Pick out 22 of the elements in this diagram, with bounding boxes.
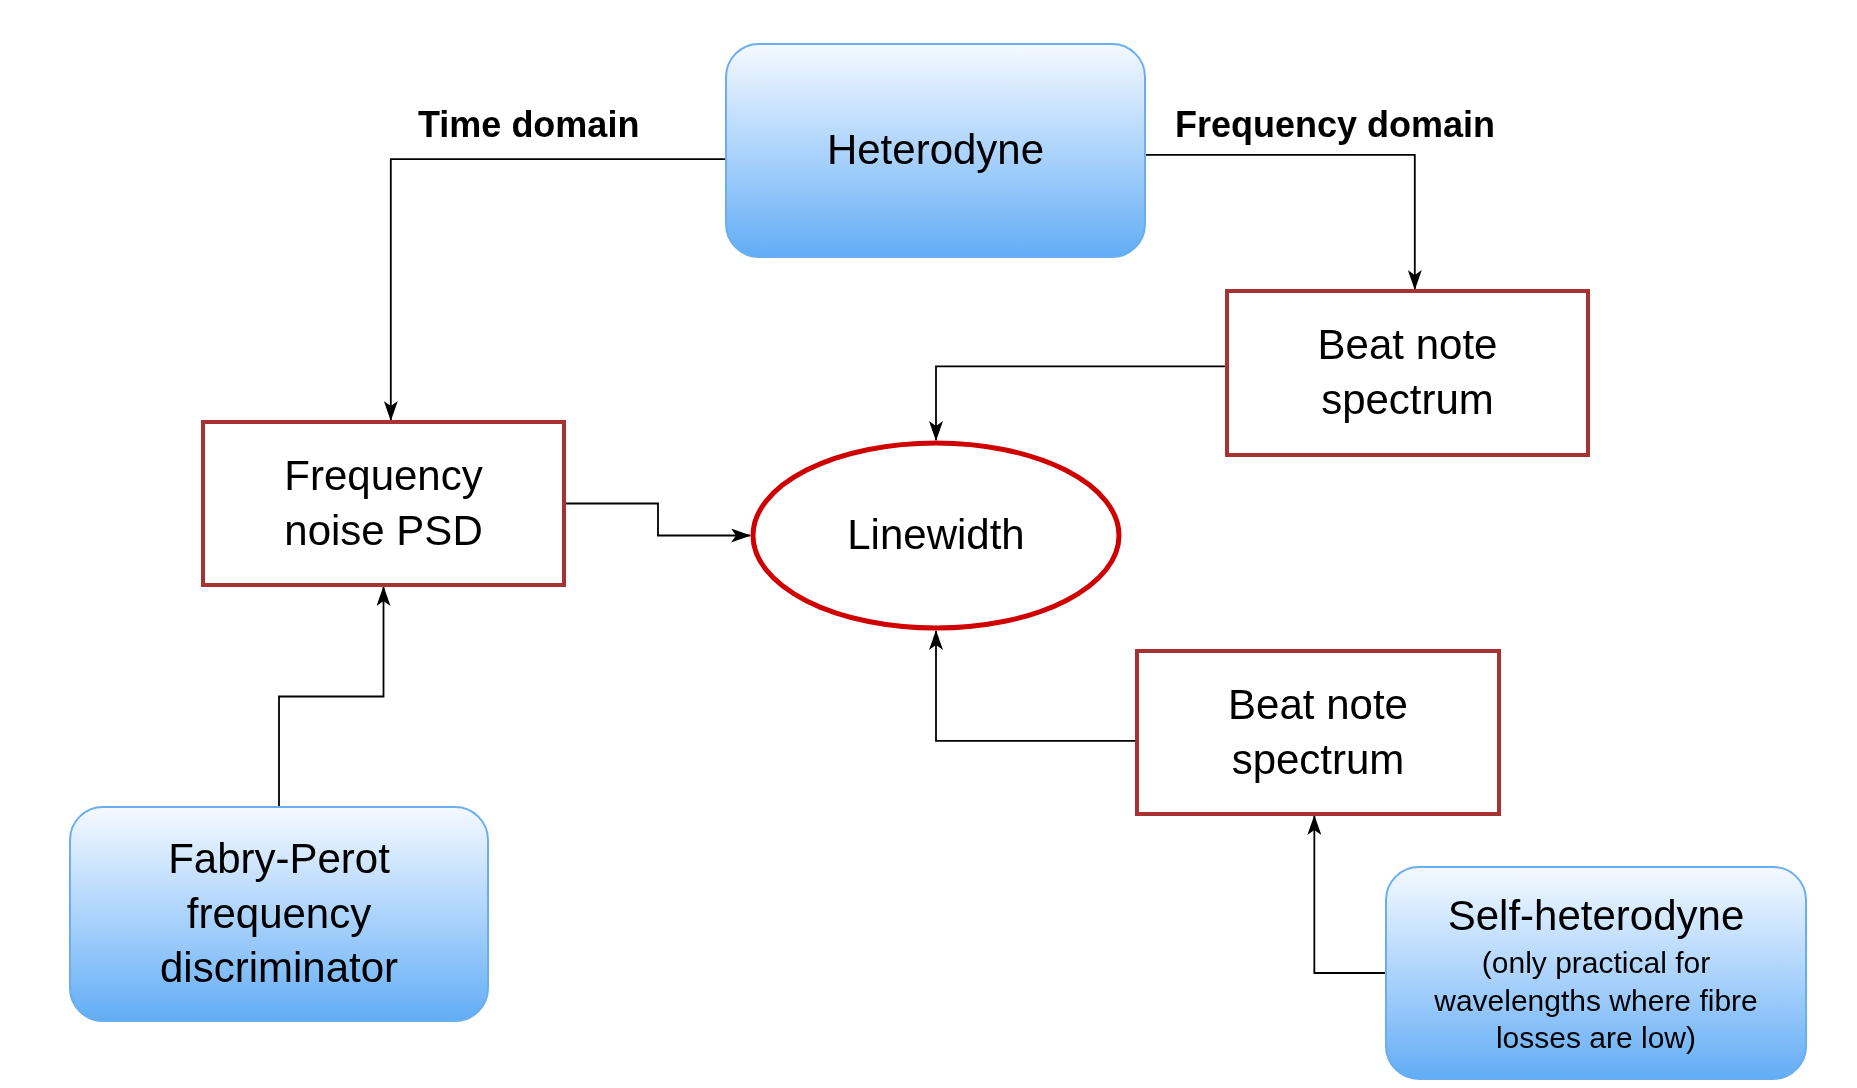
node-title: Fabry-Perot frequency discriminator — [158, 834, 400, 994]
connector-arrow — [278, 586, 391, 807]
connector-arrow — [929, 630, 1136, 742]
node-title: Linewidth — [847, 510, 1025, 561]
connector-arrow — [929, 365, 1226, 441]
connector-arrow — [1145, 153, 1422, 290]
connector-arrow — [1307, 815, 1386, 974]
node-note: (only practical for wavelengths where fibre losses are low) — [1433, 945, 1759, 1057]
connector-arrow — [383, 158, 726, 421]
result-box — [1225, 289, 1590, 457]
connector-arrow — [565, 502, 751, 543]
result-box — [1135, 649, 1501, 816]
linewidth-ellipse — [750, 440, 1122, 631]
node-title: Beat note spectrum — [1227, 679, 1409, 785]
method-box — [725, 43, 1146, 258]
method-box — [1385, 866, 1807, 1080]
node-title: Frequency noise PSD — [283, 450, 484, 556]
result-box — [201, 420, 566, 587]
node-title: Self-heterodyne — [1447, 891, 1745, 942]
method-box — [69, 806, 489, 1022]
node-title: Beat note spectrum — [1316, 320, 1499, 425]
node-title: Heterodyne — [826, 125, 1045, 176]
